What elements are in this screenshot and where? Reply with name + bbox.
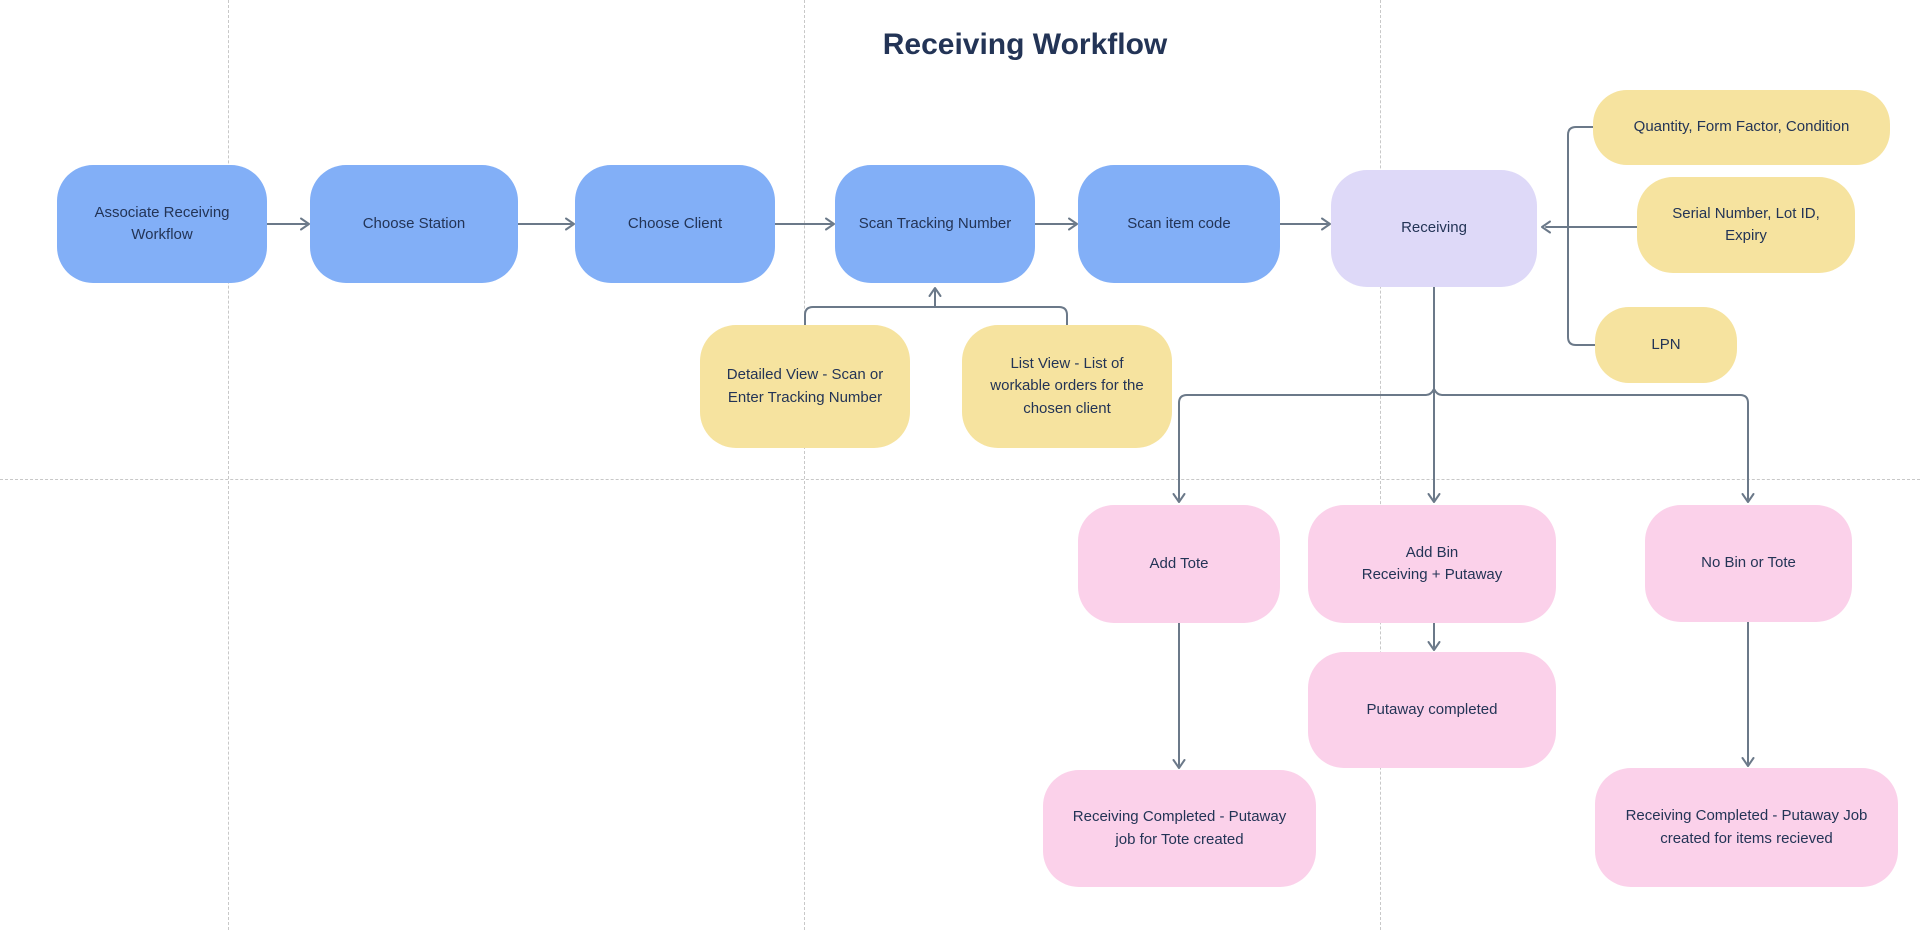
- node-receiving-completed-putaway-job[interactable]: Receiving Completed - Putaway Job create…: [1595, 768, 1898, 887]
- node-choose-client[interactable]: Choose Client: [575, 165, 775, 283]
- page-guide-vertical-3: [1380, 0, 1381, 930]
- node-quantity-form-factor-condition[interactable]: Quantity, Form Factor, Condition: [1593, 90, 1890, 165]
- node-associate-receiving-workflow[interactable]: Associate Receiving Workflow: [57, 165, 267, 283]
- node-no-bin-or-tote[interactable]: No Bin or Tote: [1645, 505, 1852, 622]
- connector-info-bracket: [1567, 126, 1596, 346]
- node-list-view[interactable]: List View - List of workable orders for …: [962, 325, 1172, 448]
- node-receiving[interactable]: Receiving: [1331, 170, 1537, 287]
- page-guide-horizontal-1: [0, 479, 1920, 480]
- node-add-tote[interactable]: Add Tote: [1078, 505, 1280, 623]
- arrowhead: [1741, 493, 1755, 503]
- page-guide-vertical-2: [804, 0, 805, 930]
- node-receiving-completed-tote-created[interactable]: Receiving Completed - Putaway job for To…: [1043, 770, 1316, 887]
- arrowhead: [1741, 757, 1755, 767]
- node-scan-tracking-number[interactable]: Scan Tracking Number: [835, 165, 1035, 283]
- page-guide-vertical-1: [228, 0, 229, 930]
- arrowhead: [1427, 641, 1441, 651]
- node-choose-station[interactable]: Choose Station: [310, 165, 518, 283]
- node-detailed-view[interactable]: Detailed View - Scan or Enter Tracking N…: [700, 325, 910, 448]
- arrowhead: [1321, 217, 1331, 231]
- arrowhead: [1427, 493, 1441, 503]
- node-lpn[interactable]: LPN: [1595, 307, 1737, 383]
- connector-list-view-branch: [934, 306, 1068, 326]
- arrowhead: [825, 217, 835, 231]
- arrowhead: [1068, 217, 1078, 231]
- page-title: Receiving Workflow: [882, 28, 1168, 61]
- arrowhead: [565, 217, 575, 231]
- connector-distributor: [1178, 388, 1749, 500]
- arrowhead: [928, 287, 942, 297]
- node-add-bin-receiving-putaway[interactable]: Add Bin Receiving + Putaway: [1308, 505, 1556, 623]
- connector-detailed-view-branch: [804, 306, 936, 326]
- arrowhead: [1172, 493, 1186, 503]
- arrowhead: [300, 217, 310, 231]
- arrowhead: [1172, 759, 1186, 769]
- node-scan-item-code[interactable]: Scan item code: [1078, 165, 1280, 283]
- arrowhead: [1541, 220, 1551, 234]
- node-serial-number-lot-id-expiry[interactable]: Serial Number, Lot ID, Expiry: [1637, 177, 1855, 273]
- node-putaway-completed[interactable]: Putaway completed: [1308, 652, 1556, 768]
